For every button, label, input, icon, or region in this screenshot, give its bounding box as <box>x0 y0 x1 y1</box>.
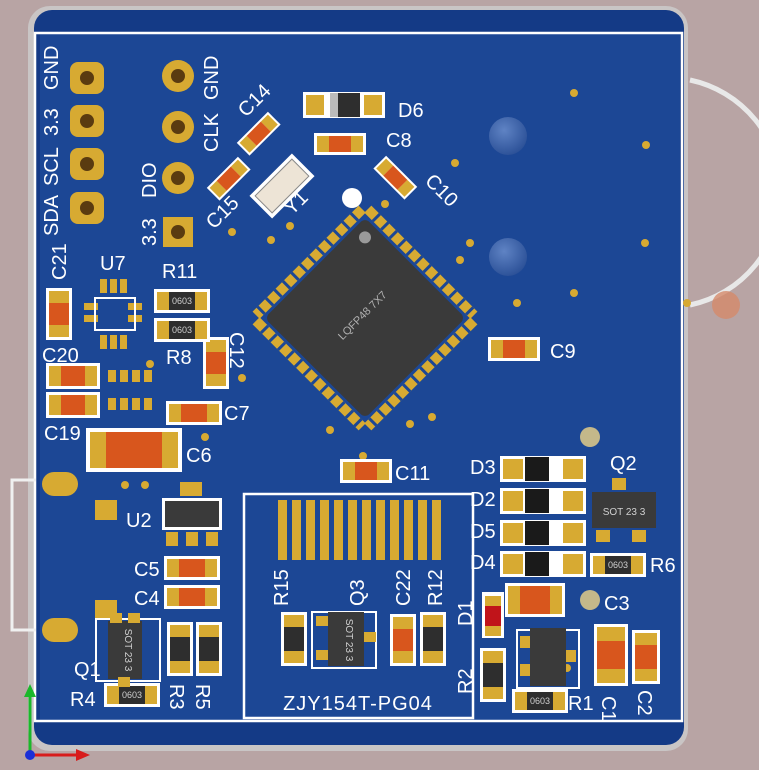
svg-text:D1: D1 <box>455 600 477 626</box>
vias <box>121 89 691 672</box>
board-arc-cutout <box>689 77 759 308</box>
flex-connector-outline <box>242 492 475 720</box>
svg-text:C6: C6 <box>186 445 212 467</box>
transistors <box>95 478 656 689</box>
u7-outline <box>94 297 136 331</box>
svg-text:C20: C20 <box>42 345 79 367</box>
svg-text:C9: C9 <box>550 341 576 363</box>
svg-text:C4: C4 <box>134 588 160 610</box>
svg-text:R1: R1 <box>568 693 594 715</box>
header-right-pads <box>162 60 194 247</box>
svg-text:0603: 0603 <box>122 690 142 700</box>
svg-text:C1: C1 <box>597 696 619 722</box>
svg-text:D3: D3 <box>470 457 496 479</box>
board-outline-silk <box>33 31 684 723</box>
svg-text:D5: D5 <box>470 521 496 543</box>
header-right-pin-dio: DIO <box>139 162 161 198</box>
header-left-pads <box>70 62 104 224</box>
svg-text:Q2: Q2 <box>610 453 637 475</box>
capacitors <box>46 111 660 686</box>
svg-text:D4: D4 <box>470 552 496 574</box>
svg-text:R15: R15 <box>271 569 293 606</box>
svg-text:0603: 0603 <box>530 696 550 706</box>
svg-text:C11: C11 <box>395 463 430 485</box>
crystal-y1 <box>249 153 315 219</box>
svg-text:D6: D6 <box>398 100 424 122</box>
svg-text:R2: R2 <box>455 668 477 694</box>
svg-text:SOT 23 3: SOT 23 3 <box>122 629 133 672</box>
regulator-u2 <box>162 482 222 546</box>
resistors <box>104 289 646 713</box>
svg-text:R8: R8 <box>166 347 192 369</box>
svg-text:U7: U7 <box>100 253 126 275</box>
svg-text:SOT 23 3: SOT 23 3 <box>603 507 646 518</box>
header-left-pin-gnd: GND <box>41 46 63 90</box>
svg-text:C3: C3 <box>604 593 630 615</box>
header-left-pin-3v3: 3.3 <box>41 108 63 136</box>
svg-text:Q1: Q1 <box>74 659 101 681</box>
test-point <box>580 590 600 610</box>
svg-text:C8: C8 <box>386 130 412 152</box>
svg-text:C22: C22 <box>393 569 415 606</box>
axis-gizmo <box>24 684 90 761</box>
svg-text:0603: 0603 <box>608 560 628 570</box>
svg-text:C19: C19 <box>44 423 81 445</box>
connector-pad <box>42 618 78 642</box>
flex-connector-fingers <box>278 500 441 560</box>
svg-text:C7: C7 <box>224 403 250 425</box>
svg-text:SOT 23 3: SOT 23 3 <box>343 619 354 662</box>
test-point <box>580 427 600 447</box>
svg-text:R12: R12 <box>425 569 447 606</box>
diodes <box>303 92 586 638</box>
header-right-pin-3v3: 3.3 <box>139 218 161 246</box>
connector-outline <box>10 478 36 632</box>
mounting-hole <box>489 117 527 155</box>
svg-text:C12: C12 <box>225 332 247 369</box>
svg-text:R11: R11 <box>162 261 197 283</box>
svg-text:D2: D2 <box>470 489 496 511</box>
svg-text:U2: U2 <box>126 510 152 532</box>
svg-text:R5: R5 <box>191 684 213 710</box>
footprint-c19-area <box>108 370 152 410</box>
svg-text:R6: R6 <box>650 555 676 577</box>
board-label: ZJY154T-PG04 <box>283 693 433 715</box>
mounting-pad-edge <box>712 291 740 319</box>
svg-text:C2: C2 <box>633 690 655 716</box>
mcu-qfp48 <box>252 205 478 431</box>
connector-pad <box>95 500 117 520</box>
mounting-hole <box>489 238 527 276</box>
svg-text:C21: C21 <box>49 243 71 280</box>
svg-text:Q3: Q3 <box>347 579 369 606</box>
svg-text:R4: R4 <box>70 689 96 711</box>
svg-text:0603: 0603 <box>172 325 192 335</box>
header-right-pin-clk: CLK <box>201 112 223 152</box>
header-left-pin-sda: SDA <box>41 194 63 236</box>
resistor-marks: 0603 0603 0603 0603 0603 <box>122 296 628 706</box>
svg-text:0603: 0603 <box>172 296 192 306</box>
sot-marks: SOT 23 3 SOT 23 3 SOT 23 3 <box>122 507 646 672</box>
header-left-pin-scl: SCL <box>41 147 63 186</box>
svg-text:R3: R3 <box>165 684 187 710</box>
connector-pad <box>42 472 78 496</box>
fiducial <box>342 188 362 208</box>
svg-text:C5: C5 <box>134 559 160 581</box>
header-right-pin-gnd: GND <box>201 56 223 100</box>
